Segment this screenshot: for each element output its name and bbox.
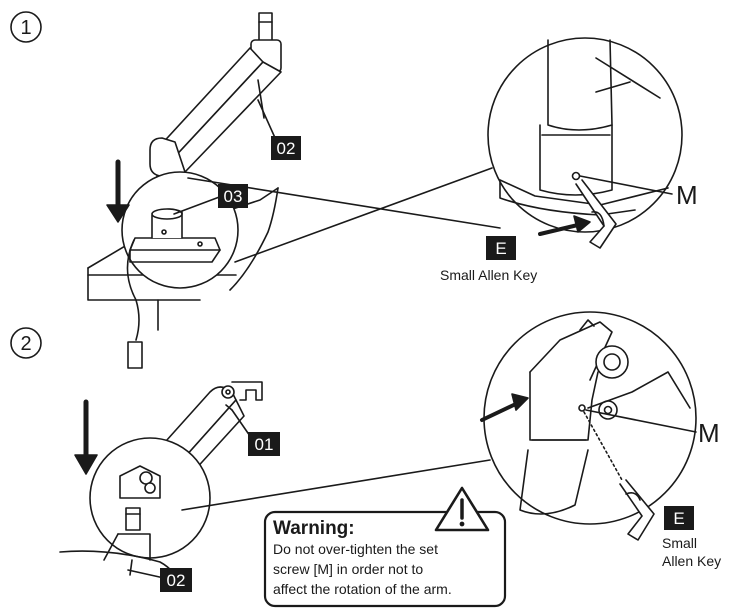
label-e-text-step2: E [673, 509, 684, 528]
label-02-box-step2 [160, 568, 192, 592]
leader-02-step1 [257, 99, 277, 141]
label-e-text-step1: E [495, 239, 506, 258]
arm-drawing-step1 [149, 12, 282, 203]
leader-m-step1 [579, 175, 673, 195]
down-arrow-step1 [106, 159, 130, 223]
warning-box [263, 486, 507, 608]
warning-line-3: affect the rotation of the arm. [273, 581, 452, 597]
detail-circle-step2 [181, 311, 697, 541]
label-02-text: 02 [277, 139, 296, 158]
leader-m-step2 [585, 409, 697, 433]
warning-title: Warning: [273, 518, 355, 539]
label-01-text: 01 [255, 435, 274, 454]
step-2-number: 2 [20, 333, 31, 355]
caption-small: Small [662, 535, 697, 551]
detail-circle-step1 [187, 37, 683, 263]
step-1-marker [10, 11, 42, 43]
warning-line-2: screw [M] in order not to [273, 561, 423, 577]
leader-03 [173, 195, 223, 215]
down-arrow-step2 [74, 399, 98, 475]
label-02-box [271, 136, 301, 160]
label-01-box [248, 432, 280, 456]
label-m-step2: M [698, 418, 720, 448]
step-1-number: 1 [20, 17, 31, 39]
small-detail-circle-step2 [59, 437, 211, 591]
label-m-step1: M [676, 180, 698, 210]
warning-line-1: Do not over-tighten the set [273, 541, 438, 557]
label-03-box [218, 184, 248, 208]
leader-02-step2 [127, 569, 165, 579]
label-e-box-step2 [664, 506, 694, 530]
caption-small-allen-key: Small Allen Key [440, 267, 537, 283]
leader-01 [231, 409, 251, 437]
label-03-text: 03 [224, 187, 243, 206]
step-2-marker [10, 327, 42, 359]
label-02-text-step2: 02 [167, 571, 186, 590]
caption-allen-key: Allen Key [662, 553, 721, 569]
label-e-box-step1 [486, 236, 516, 260]
